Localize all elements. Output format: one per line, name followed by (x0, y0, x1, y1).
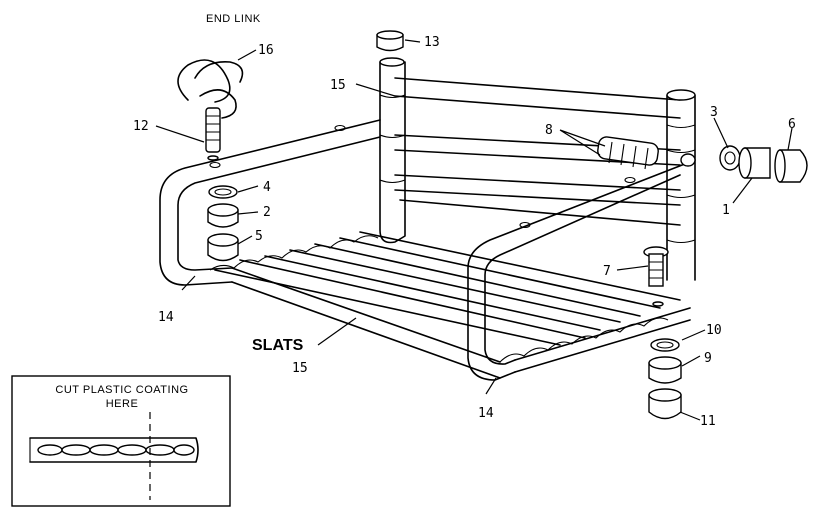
callout-10: 10 (706, 323, 722, 338)
callout-12: 12 (133, 119, 149, 134)
callout-11: 11 (700, 414, 716, 429)
leader-lines (155, 39, 793, 421)
callout-15-bottom: 15 (292, 361, 308, 376)
end-link-label: END LINK (206, 13, 261, 25)
left-rear-post (379, 57, 406, 244)
slats-label: SLATS (252, 337, 304, 354)
spacer-part-8 (597, 136, 659, 170)
inset-caption-line2: HERE (106, 398, 139, 410)
bolt-part-7 (643, 246, 669, 307)
back-rest-rails (394, 77, 681, 226)
seat-slats (209, 231, 681, 363)
right-rear-post (666, 89, 696, 281)
chain-links (37, 444, 195, 456)
left-hardware-stack (207, 185, 239, 262)
left-arm-frame (159, 119, 381, 286)
callout-4: 4 (263, 180, 271, 195)
right-hardware-stack (648, 338, 682, 420)
chain-cut-detail-inset: CUT PLASTIC COATING HERE (11, 375, 231, 507)
callout-15-top: 15 (330, 78, 346, 93)
eye-bolt-end-link (177, 59, 244, 161)
callout-6: 6 (788, 117, 796, 132)
callout-5: 5 (255, 229, 263, 244)
callout-14-left: 14 (158, 310, 174, 325)
callout-9: 9 (704, 351, 712, 366)
callout-3: 3 (710, 105, 718, 120)
cap-part-13 (376, 30, 404, 52)
callout-8: 8 (545, 123, 553, 138)
callout-1: 1 (722, 203, 730, 218)
callout-16: 16 (258, 43, 274, 58)
callout-14-right: 14 (478, 406, 494, 421)
callout-7: 7 (603, 264, 611, 279)
bolt-nut-assembly (719, 145, 808, 183)
inset-caption-line1: CUT PLASTIC COATING (55, 384, 188, 396)
callout-13: 13 (424, 35, 440, 50)
right-arm-frame (467, 153, 696, 381)
callout-2: 2 (263, 205, 271, 220)
